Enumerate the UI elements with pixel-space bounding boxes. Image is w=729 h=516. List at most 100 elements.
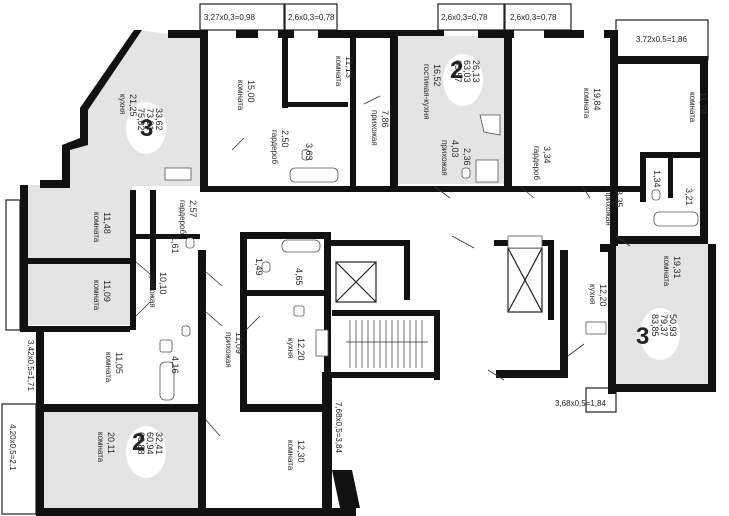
- balcony-2: [284, 3, 338, 31]
- apt1-fill: [64, 30, 200, 186]
- wall: [322, 372, 332, 508]
- room-area: 7,86: [380, 110, 390, 128]
- room-4-65: 4,65: [294, 268, 304, 286]
- toilet-icon: [185, 237, 195, 249]
- room-area: 21,25: [128, 94, 138, 117]
- balcony-8: [5, 199, 21, 331]
- bathtub-icon: [653, 211, 699, 227]
- room-11-78: комната 11,78: [688, 92, 708, 123]
- balcony-6-label: 3,68x0,5=1,84: [555, 399, 606, 408]
- room-area: 11,48: [102, 212, 112, 234]
- apt-rooms: 3: [140, 115, 153, 142]
- room-15: комната 15,00: [236, 80, 256, 111]
- toilet-icon: [301, 149, 311, 161]
- balcony-1-label: 3,27x0,3=0,98: [204, 13, 255, 22]
- wall: [318, 30, 398, 38]
- room-name: гардероб: [270, 130, 279, 164]
- balcony-3-label: 2,6x0,3=0,78: [441, 13, 488, 22]
- wall: [350, 38, 356, 186]
- room-area: 2,57: [188, 200, 198, 218]
- room-area: 11,09: [102, 280, 112, 302]
- room-name: комната: [286, 440, 295, 471]
- balcony-4: [504, 3, 572, 31]
- apt-left-fill: [22, 185, 132, 325]
- balcony-7-label: 7,68x0,5=3,84: [334, 402, 343, 453]
- staircase: [346, 320, 428, 368]
- wall: [330, 240, 410, 246]
- wall: [496, 370, 566, 378]
- room-name: комната: [92, 212, 101, 243]
- room-name: кухня: [286, 338, 295, 358]
- apt-area-full: 75,02: [136, 108, 146, 131]
- room-hall-7-86: прихожая 7,86: [370, 110, 390, 146]
- room-kitchen-12-20-center: кухня 12,20: [286, 338, 306, 361]
- wall: [478, 30, 514, 38]
- door-swings: [135, 95, 631, 437]
- room-11-48: комната 11,48: [92, 212, 112, 243]
- wall: [200, 38, 208, 188]
- stairs-and-lifts: [335, 247, 543, 368]
- wall: [20, 326, 130, 332]
- apt4-fill: [40, 410, 200, 514]
- apt4-rooms: 2: [132, 429, 145, 456]
- apartment-badge-a3: 50,93 79,37 83,85: [640, 308, 680, 360]
- toilet-icon: [651, 189, 661, 201]
- room-area: 12,20: [296, 338, 306, 361]
- room-name: кухня: [118, 94, 127, 114]
- room-name: гардероб: [532, 146, 541, 180]
- apt2-rooms: 2: [450, 57, 463, 84]
- wall: [668, 158, 673, 198]
- room-area: 8,35: [614, 190, 624, 208]
- room-labels: кухня 21,25 комната 15,00 комната 11,13 …: [92, 56, 708, 471]
- room-area: 11,78: [698, 92, 708, 114]
- room-area: 11,13: [344, 56, 354, 78]
- wall: [610, 30, 618, 246]
- room-name: прихожая: [224, 332, 233, 368]
- apartment-badge-a1: 3 33,62 73,31 75,02: [126, 102, 166, 154]
- toilet-icon: [461, 167, 471, 179]
- bathtub-icon: [289, 167, 339, 183]
- balcony-9-label: 4,20x0,5=2,1: [8, 424, 17, 471]
- apt-area-total: 79,37: [659, 314, 669, 337]
- wall: [404, 240, 410, 300]
- balcony-4-label: 2,6x0,3=0,78: [510, 13, 557, 22]
- wall: [544, 30, 584, 38]
- balcony-9: [1, 403, 37, 515]
- apt3-rooms: 3: [636, 323, 649, 350]
- apt-area-full: 83,85: [650, 314, 660, 337]
- wall: [288, 102, 348, 107]
- room-name: комната: [92, 280, 101, 311]
- room-4-16: 4,16: [170, 356, 180, 374]
- room-area: 15,00: [246, 80, 256, 103]
- room-11-13: комната 11,13: [334, 56, 354, 87]
- wall: [130, 190, 136, 330]
- wall: [36, 508, 356, 516]
- stove-icon: [164, 167, 192, 181]
- room-name: комната: [96, 432, 105, 463]
- wall: [608, 244, 616, 394]
- wall: [278, 30, 294, 38]
- balcony-labels: 3,27x0,3=0,98 2,6x0,3=0,78 2,6x0,3=0,78 …: [8, 13, 687, 471]
- wall: [150, 190, 156, 290]
- room-name: прихожая: [370, 110, 379, 146]
- wall: [40, 180, 70, 188]
- wall: [640, 152, 646, 202]
- wall: [20, 258, 130, 264]
- room-name: прихожая: [148, 272, 157, 308]
- room-11-09: комната 11,09: [92, 280, 112, 311]
- room-area: 1,49: [254, 258, 264, 276]
- wall: [548, 240, 554, 320]
- room-area: 4,65: [294, 268, 304, 286]
- apt-area-full: 65,57: [453, 60, 463, 83]
- wall: [236, 30, 258, 38]
- apt-area-living: 26,13: [471, 60, 481, 83]
- balcony-8-label: 3,42x0,5=1,71: [26, 340, 35, 391]
- room-12-30: комната 12,30: [286, 440, 306, 471]
- wall: [36, 330, 44, 410]
- apartment-fills: [22, 30, 716, 514]
- room-wardrobe-2-57: гардероб 2,57: [178, 200, 198, 234]
- room-living-kitchen: гостиная-кухня 16,52: [422, 64, 442, 120]
- room-name: комната: [236, 80, 245, 111]
- room-area: 3,63: [304, 143, 314, 161]
- wall: [560, 250, 568, 378]
